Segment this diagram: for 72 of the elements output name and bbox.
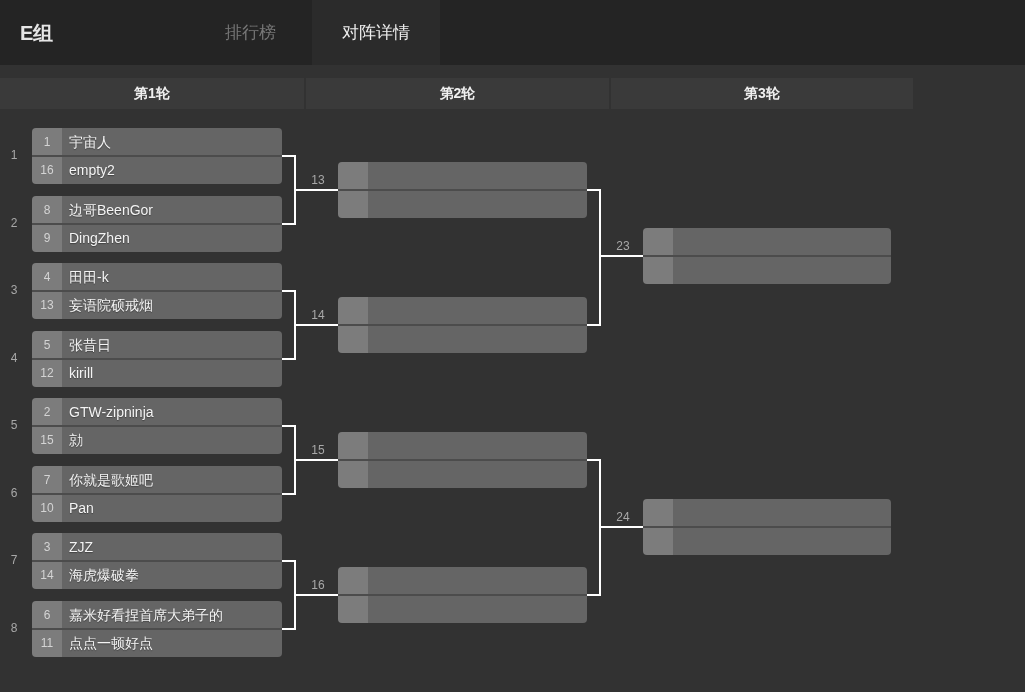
active-tab: 对阵详情 (312, 0, 440, 65)
match-number: 5 (10, 418, 18, 432)
seed-number: 8 (43, 203, 51, 217)
seed-number: 11 (40, 636, 54, 650)
seed-number: 10 (40, 501, 54, 515)
bracket-line (281, 189, 339, 225)
match-card (32, 331, 282, 387)
match-number: 6 (10, 486, 18, 500)
match-number: 13 (311, 173, 325, 187)
player-name: GTW-zipninja (69, 403, 154, 421)
seed-number: 1 (43, 135, 51, 149)
player-name: empty2 (69, 161, 115, 179)
bracket-line (586, 255, 644, 326)
match-card (32, 128, 282, 184)
bracket-line (281, 594, 339, 630)
match-number: 8 (10, 621, 18, 635)
match-number: 1 (10, 148, 18, 162)
match-card (643, 499, 891, 555)
player-name: 你就是歌姬吧 (69, 471, 153, 489)
match-number: 3 (10, 283, 18, 297)
player-name: DingZhen (69, 229, 130, 247)
seed-number: 2 (43, 405, 51, 419)
group-title: E组 (20, 21, 54, 46)
match-number: 23 (616, 239, 630, 253)
seed-number: 7 (43, 473, 51, 487)
player-name: 张昔日 (69, 336, 111, 354)
bracket-line (586, 526, 644, 596)
match-number: 24 (616, 510, 630, 524)
match-number: 15 (311, 443, 325, 457)
seed-number: 15 (40, 433, 54, 447)
match-card (643, 228, 891, 284)
match-card (338, 297, 587, 353)
match-number: 7 (10, 553, 18, 567)
match-number: 4 (10, 351, 18, 365)
player-name: 田田-k (69, 268, 109, 286)
match-card (32, 398, 282, 454)
match-number: 14 (311, 308, 325, 322)
seed-number: 5 (43, 338, 51, 352)
column-header: 第2轮 (306, 78, 609, 109)
seed-number: 14 (40, 568, 54, 582)
seed-number: 3 (43, 540, 51, 554)
player-name: 点点一顿好点 (69, 634, 153, 652)
column-header: 第3轮 (611, 78, 913, 109)
player-name: 勍 (69, 431, 83, 449)
match-card (338, 432, 587, 488)
seed-number: 4 (43, 270, 51, 284)
match-card (32, 196, 282, 252)
player-name: 妄语院硕戒烟 (69, 296, 153, 314)
match-card (32, 533, 282, 589)
tab-label: 排行榜 (224, 22, 276, 44)
player-name: 嘉米好看捏首席大弟子的 (69, 606, 223, 624)
seed-number: 6 (43, 608, 51, 622)
seed-number: 13 (40, 298, 54, 312)
player-name: 海虎爆破拳 (69, 566, 139, 584)
seed-number: 9 (43, 231, 51, 245)
bracket-line (281, 324, 339, 360)
match-card (32, 601, 282, 657)
match-card (338, 162, 587, 218)
match-number: 2 (10, 216, 18, 230)
player-name: 宇宙人 (69, 133, 111, 151)
match-card (32, 466, 282, 522)
seed-number: 16 (40, 163, 54, 177)
seed-number: 12 (40, 366, 54, 380)
bracket-line (281, 459, 339, 495)
player-name: Pan (69, 499, 94, 517)
match-card (338, 567, 587, 623)
match-card (32, 263, 282, 319)
player-name: ZJZ (69, 538, 94, 556)
match-number: 16 (311, 578, 325, 592)
column-header: 第1轮 (0, 78, 304, 109)
player-name: kirill (69, 364, 94, 382)
player-name: 边哥BeenGor (69, 201, 154, 219)
